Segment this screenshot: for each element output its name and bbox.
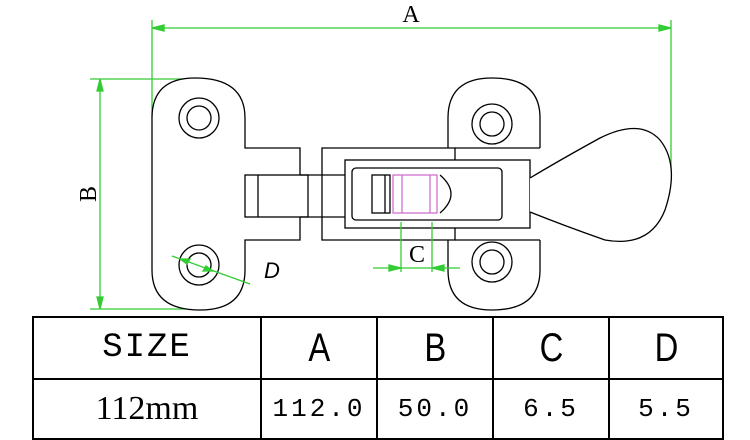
cell-b: 50.0 [376,378,494,440]
lever-handle [529,127,673,242]
header-size: SIZE [32,316,262,380]
table-header-row: SIZE A B C D [32,316,724,380]
header-a: A [260,316,378,380]
pin-highlight [392,174,438,214]
dimension-c-label: C [409,242,425,268]
cell-a: 112.0 [260,378,378,440]
dimension-b-label: B [76,186,102,202]
header-c: C [492,316,610,380]
latch-body [300,147,531,241]
latch-technical-drawing: A B [76,2,673,311]
cell-size: 112mm [32,378,262,440]
header-b: B [376,316,494,380]
dimension-a-label: A [402,2,420,28]
size-spec-table: SIZE A B C D 112mm 112.0 50.0 6.5 5.5 [32,316,724,440]
dimension-d [171,255,251,285]
dimension-d-label: D [264,258,280,283]
table-row: 112mm 112.0 50.0 6.5 5.5 [32,378,724,440]
right-mounting-plate [447,77,541,311]
cell-c: 6.5 [492,378,610,440]
left-mounting-plate [151,77,309,311]
dimension-c [373,222,460,272]
dimension-a [151,20,672,170]
header-d: D [608,316,724,380]
cell-d: 5.5 [608,378,724,440]
dimension-b [90,78,200,310]
